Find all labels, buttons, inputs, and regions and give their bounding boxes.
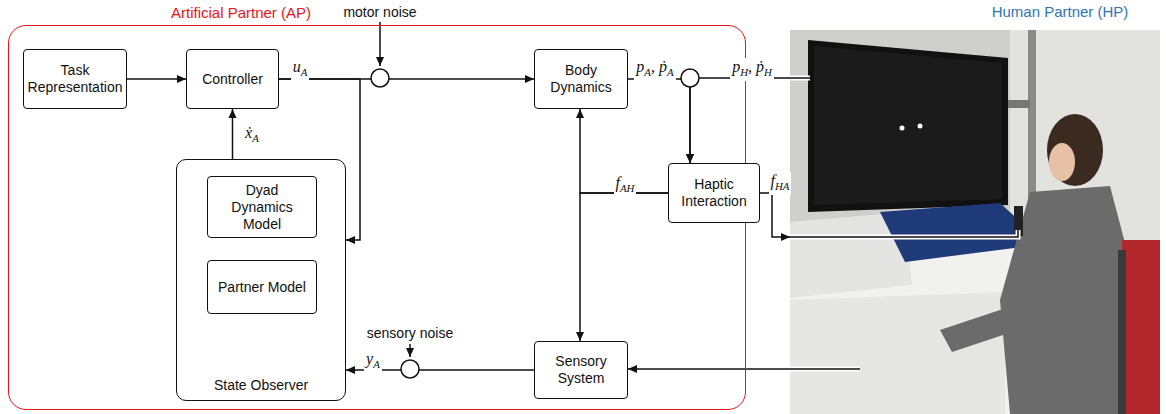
signal-label: ẋA bbox=[243, 124, 261, 147]
process-box: Haptic Interaction bbox=[668, 163, 760, 223]
signal-label: pH, ṗH bbox=[730, 58, 774, 81]
photo-wire-outline bbox=[790, 367, 860, 372]
process-box: Body Dynamics bbox=[534, 49, 628, 109]
photo-arm bbox=[940, 300, 1042, 352]
observer-box: State Observer Dyad Dynamics ModelPartner… bbox=[176, 159, 346, 401]
process-box: Dyad Dynamics Model bbox=[207, 176, 317, 238]
signal-label: uA bbox=[291, 58, 310, 81]
photo-screen-dot bbox=[918, 124, 923, 129]
box-label: Task Representation bbox=[28, 62, 123, 96]
box-label: Haptic Interaction bbox=[675, 176, 753, 210]
box-label: Sensory System bbox=[541, 353, 621, 387]
connector-arrow bbox=[628, 368, 790, 370]
observer-title: State Observer bbox=[177, 377, 345, 394]
photo-screen-dot bbox=[900, 126, 905, 131]
photo-armrest bbox=[790, 292, 1005, 414]
photo-arm bbox=[1018, 212, 1062, 248]
photo-chair bbox=[1122, 240, 1160, 414]
photo-wire-outline bbox=[790, 76, 810, 81]
connector-arrow bbox=[628, 79, 690, 163]
process-box: Controller bbox=[186, 49, 279, 109]
photo-wire-outline bbox=[790, 230, 1018, 237]
photo-wire bbox=[790, 368, 860, 370]
photo-sweater bbox=[1000, 186, 1140, 414]
photo-chair-frame bbox=[1118, 250, 1126, 414]
partner-title: Artificial Partner (AP) bbox=[171, 4, 311, 22]
photo-wall bbox=[790, 30, 1160, 414]
noise-arrow bbox=[409, 344, 411, 357]
photo-face bbox=[1049, 143, 1075, 181]
noise-label: sensory noise bbox=[365, 325, 455, 342]
sum-junction bbox=[681, 69, 699, 87]
connector-arrow bbox=[690, 78, 790, 163]
signal-label: yA bbox=[364, 350, 382, 373]
noise-arrow bbox=[379, 22, 381, 66]
process-box: Sensory System bbox=[534, 341, 628, 399]
photo-wire bbox=[790, 230, 1018, 237]
photo-monitor bbox=[808, 40, 1008, 212]
connector-arrow bbox=[760, 193, 790, 237]
partner-title: Human Partner (HP) bbox=[992, 3, 1129, 21]
box-label: Body Dynamics bbox=[541, 62, 621, 96]
connector-arrow bbox=[127, 78, 186, 80]
photo-hair bbox=[1047, 114, 1103, 186]
box-label: Controller bbox=[202, 71, 263, 88]
box-label: Dyad Dynamics Model bbox=[214, 182, 310, 233]
process-box: Task Representation bbox=[23, 49, 127, 109]
connector-arrow bbox=[232, 109, 234, 159]
photo-monitor-arm bbox=[1008, 100, 1030, 108]
sum-junction bbox=[371, 69, 389, 87]
connector-arrow bbox=[580, 193, 668, 341]
sum-junction bbox=[401, 360, 419, 378]
noise-label: motor noise bbox=[341, 4, 418, 21]
process-box: Partner Model bbox=[207, 260, 317, 314]
signal-label: pA, ṗA bbox=[634, 58, 675, 81]
box-label: Partner Model bbox=[218, 279, 306, 296]
photo-screen bbox=[814, 46, 1002, 205]
signal-label: fHA bbox=[769, 172, 792, 195]
photo-region: Human Partner (HP) bbox=[790, 30, 1160, 414]
photo-wire bbox=[790, 77, 810, 79]
signal-label: fAH bbox=[614, 174, 637, 197]
